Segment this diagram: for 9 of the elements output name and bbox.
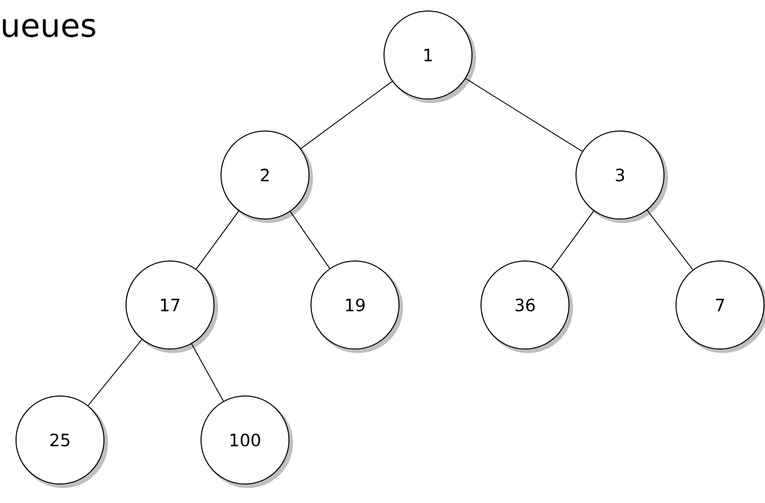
heading-text: ueues: [2, 18, 96, 38]
tree-edge: [300, 80, 393, 150]
tree-edge: [465, 78, 583, 152]
tree-edge: [88, 339, 142, 406]
tree-edge: [550, 210, 594, 270]
tree-edge: [196, 210, 240, 270]
tree-edge: [646, 210, 694, 270]
tree-edge: [290, 211, 330, 269]
tree-edge: [191, 343, 224, 402]
